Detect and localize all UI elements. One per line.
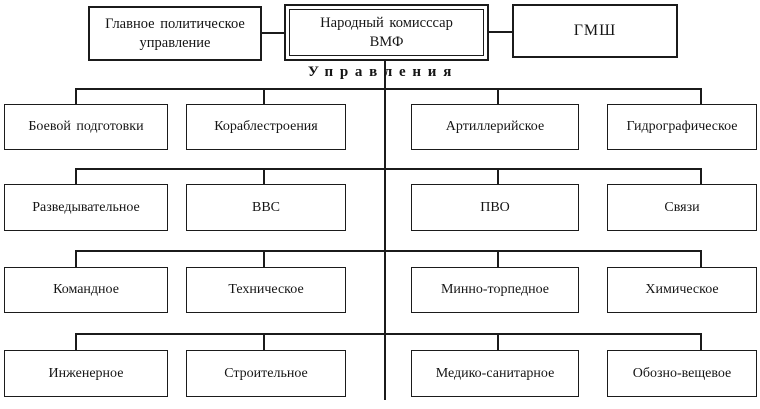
org-box-medical-sanitary: Медико-санитарное — [411, 350, 579, 397]
org-box-engineering: Инженерное — [4, 350, 168, 397]
org-box-communications: Связи — [607, 184, 757, 231]
org-box-combat-training: Боевой подготовки — [4, 104, 168, 150]
row2-drop-4 — [700, 168, 702, 185]
org-box-construction: Строительное — [186, 350, 346, 397]
row2-drop-1 — [75, 168, 77, 185]
row1-drop-4 — [700, 88, 702, 105]
row4-bus-line — [75, 333, 702, 335]
org-box-air-defense: ПВО — [411, 184, 579, 231]
org-box-reconnaissance: Разведывательное — [4, 184, 168, 231]
row1-drop-2 — [263, 88, 265, 105]
row1-drop-3 — [497, 88, 499, 105]
row2-bus-line — [75, 168, 702, 170]
row4-drop-2 — [263, 333, 265, 351]
org-box-chemical: Химическое — [607, 267, 757, 313]
org-box-peoples-commissar-navy: Народный комисссар ВМФ — [284, 4, 489, 61]
org-box-gmsh: ГМШ — [512, 4, 678, 58]
row1-bus-line — [75, 88, 702, 90]
row3-drop-3 — [497, 250, 499, 268]
row4-drop-3 — [497, 333, 499, 351]
row2-drop-3 — [497, 168, 499, 185]
units-label: Управления — [307, 64, 459, 80]
row2-drop-2 — [263, 168, 265, 185]
box-label: Народный комисссар ВМФ — [320, 14, 453, 50]
org-box-technical: Техническое — [186, 267, 346, 313]
org-box-mine-torpedo: Минно-торпедное — [411, 267, 579, 313]
org-box-shipbuilding: Кораблестроения — [186, 104, 346, 150]
org-box-main-political-directorate: Главное политическое управление — [88, 6, 262, 61]
trunk-line — [384, 61, 386, 400]
row4-drop-1 — [75, 333, 77, 351]
row3-drop-4 — [700, 250, 702, 268]
connector-center-to-right — [489, 31, 512, 33]
row3-drop-1 — [75, 250, 77, 268]
row3-bus-line — [75, 250, 702, 252]
row3-drop-2 — [263, 250, 265, 268]
connector-left-to-center — [262, 32, 284, 34]
inner-border: Народный комисссар ВМФ — [289, 9, 484, 56]
org-box-supply-clothing: Обозно-вещевое — [607, 350, 757, 397]
org-box-air-force: ВВС — [186, 184, 346, 231]
row4-drop-4 — [700, 333, 702, 351]
row1-drop-1 — [75, 88, 77, 105]
org-box-hydrographic: Гидрографическое — [607, 104, 757, 150]
org-box-command: Командное — [4, 267, 168, 313]
org-box-artillery: Артиллерийское — [411, 104, 579, 150]
